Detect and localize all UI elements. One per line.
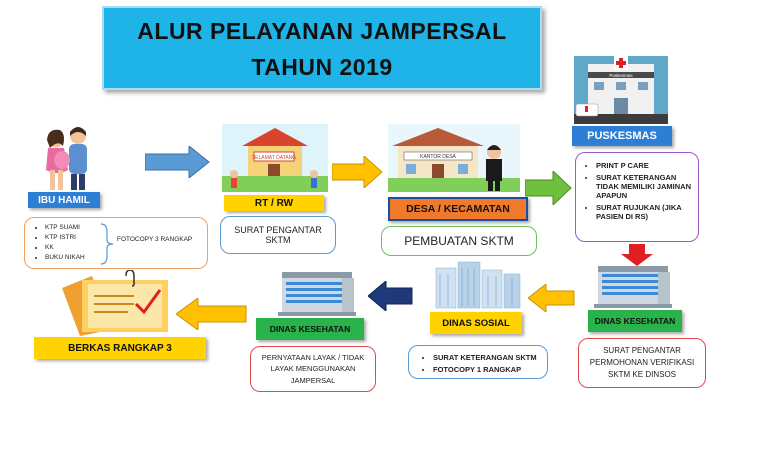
arrow-left-icon	[176, 298, 247, 330]
dinsos-buildings-illustration	[435, 261, 521, 309]
label-berkas: BERKAS RANGKAP 3	[34, 337, 206, 359]
label-dinas-sosial: DINAS SOSIAL	[430, 312, 522, 334]
arrow-left-icon	[528, 284, 575, 312]
rt-rw-office-illustration: SELAMAT DATANG	[222, 124, 328, 192]
label-ibu-hamil: IBU HAMIL	[28, 192, 100, 208]
bracket-icon	[100, 223, 114, 265]
label-puskesmas: PUSKESMAS	[572, 126, 672, 146]
title-line-1: ALUR PELAYANAN JAMPERSAL	[137, 18, 507, 44]
desa-desc: PEMBUATAN SKTM	[381, 226, 537, 256]
label-dinkes-right: DINAS KESEHATAN	[588, 310, 682, 332]
puskesmas-items-box: PRINT P CARE SURAT KETERANGAN TIDAK MEMI…	[575, 152, 699, 242]
ibu-hamil-docs-box: KTP SUAMI KTP ISTRI KK BUKU NIKAH FOTOCO…	[24, 217, 208, 269]
desa-office-illustration: KANTOR DESA	[388, 124, 520, 192]
doc-item: KTP SUAMI	[45, 224, 85, 231]
puskesmas-item: SURAT RUJUKAN (JIKA PASIEN DI RS)	[596, 203, 692, 221]
dinkes-right-desc: SURAT PENGANTAR PERMOHONAN VERIFIKASI SK…	[578, 338, 706, 388]
desa-sign-text: KANTOR DESA	[420, 154, 456, 160]
arrow-down-icon	[621, 244, 653, 266]
arrow-right-icon	[332, 156, 383, 188]
rt-rw-sign-text: SELAMAT DATANG	[252, 155, 296, 161]
label-desa-kecamatan: DESA / KECAMATAN	[388, 197, 528, 221]
dinsos-item: SURAT KETERANGAN SKTM	[433, 353, 537, 362]
title-banner: ALUR PELAYANAN JAMPERSAL TAHUN 2019	[102, 6, 542, 90]
document-files-illustration	[62, 270, 168, 336]
photocopy-note: FOTOCOPY 3 RANGKAP	[117, 236, 193, 243]
arrow-left-icon	[368, 281, 413, 311]
puskesmas-item: SURAT KETERANGAN TIDAK MEMILIKI JAMINAN …	[596, 173, 692, 200]
doc-item: KTP ISTRI	[45, 234, 85, 241]
arrow-right-icon	[145, 146, 210, 178]
title-line-2: TAHUN 2019	[251, 54, 393, 80]
puskesmas-sign-text: Puskesmas	[609, 73, 633, 78]
label-dinkes-left: DINAS KESEHATAN	[256, 318, 364, 340]
doc-item: BUKU NIKAH	[45, 254, 85, 261]
doc-item: KK	[45, 244, 85, 251]
arrow-right-icon	[525, 171, 572, 205]
puskesmas-building-illustration: Puskesmas	[574, 56, 668, 124]
dinkes-building-illustration	[278, 272, 356, 316]
pregnant-couple-icon	[46, 127, 87, 190]
dinkes-left-desc: PERNYATAAN LAYAK / TIDAK LAYAK MENGGUNAK…	[250, 346, 376, 392]
dinsos-items-box: SURAT KETERANGAN SKTM FOTOCOPY 1 RANGKAP	[408, 345, 548, 379]
dinsos-item: FOTOCOPY 1 RANGKAP	[433, 365, 537, 374]
dinkes-building-illustration	[594, 266, 672, 308]
puskesmas-item: PRINT P CARE	[596, 161, 692, 170]
label-rt-rw: RT / RW	[224, 195, 324, 211]
rt-rw-desc: SURAT PENGANTAR SKTM	[220, 216, 336, 254]
